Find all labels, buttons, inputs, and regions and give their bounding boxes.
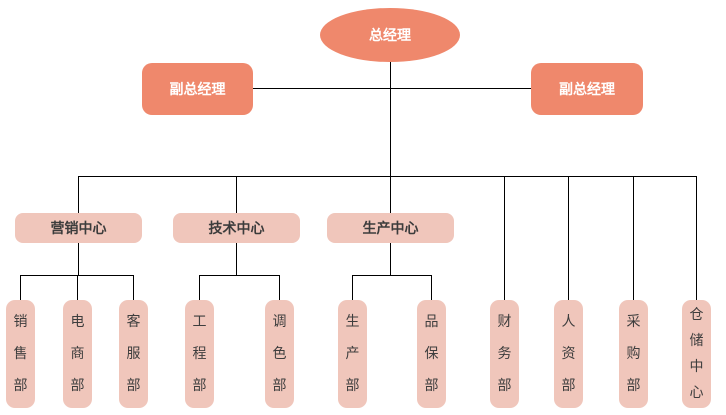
node-general-manager: 总经理 <box>320 8 460 62</box>
node-warehouse-center: 仓 储 中 心 <box>682 300 711 408</box>
connector-drop-engineering <box>199 275 200 300</box>
connector-level3-bus <box>78 176 696 177</box>
node-finance-dept: 财 务 部 <box>490 300 519 408</box>
node-production-dept: 生 产 部 <box>338 300 367 408</box>
node-label: 财 务 部 <box>497 314 512 394</box>
connector-production-bus <box>352 275 431 276</box>
node-label: 调 色 部 <box>272 314 287 394</box>
connector-drop-hr <box>568 176 569 300</box>
connector-drop-coloring <box>279 275 280 300</box>
node-label: 品 保 部 <box>424 314 439 394</box>
node-label: 销 售 部 <box>13 314 28 394</box>
connector-marketing-stem <box>78 243 79 275</box>
connector-drop-warehouse <box>696 176 697 300</box>
connector-root-trunk <box>390 62 391 213</box>
node-label: 仓 储 中 心 <box>689 307 704 401</box>
node-production-center: 生产中心 <box>327 213 454 243</box>
node-ecommerce-dept: 电 商 部 <box>63 300 92 408</box>
connector-drop-production-dept <box>352 275 353 300</box>
connector-marketing-bus <box>20 275 133 276</box>
connector-drop-tech <box>236 176 237 213</box>
node-label: 客 服 部 <box>126 314 141 394</box>
node-label: 电 商 部 <box>70 314 85 394</box>
connector-production-stem <box>390 243 391 275</box>
node-quality-assurance-dept: 品 保 部 <box>417 300 446 408</box>
node-marketing-center: 营销中心 <box>15 213 142 243</box>
connector-drop-purchasing <box>633 176 634 300</box>
connector-drop-ecommerce <box>77 275 78 300</box>
node-label: 人 资 部 <box>561 314 576 394</box>
node-sales-dept: 销 售 部 <box>6 300 35 408</box>
connector-drop-qa <box>431 275 432 300</box>
node-hr-dept: 人 资 部 <box>554 300 583 408</box>
connector-drop-service <box>133 275 134 300</box>
node-deputy-manager-left: 副总经理 <box>142 63 253 115</box>
connector-deputies <box>253 88 531 89</box>
node-engineering-dept: 工 程 部 <box>185 300 214 408</box>
node-color-matching-dept: 调 色 部 <box>265 300 294 408</box>
node-label: 生 产 部 <box>345 314 360 394</box>
connector-tech-bus <box>199 275 279 276</box>
node-purchasing-dept: 采 购 部 <box>619 300 648 408</box>
connector-drop-finance <box>504 176 505 300</box>
connector-drop-marketing <box>78 176 79 213</box>
node-customer-service-dept: 客 服 部 <box>119 300 148 408</box>
node-deputy-manager-right: 副总经理 <box>531 63 643 115</box>
node-tech-center: 技术中心 <box>173 213 300 243</box>
connector-tech-stem <box>236 243 237 275</box>
node-label: 采 购 部 <box>626 314 641 394</box>
node-label: 工 程 部 <box>192 314 207 394</box>
connector-drop-sales <box>20 275 21 300</box>
